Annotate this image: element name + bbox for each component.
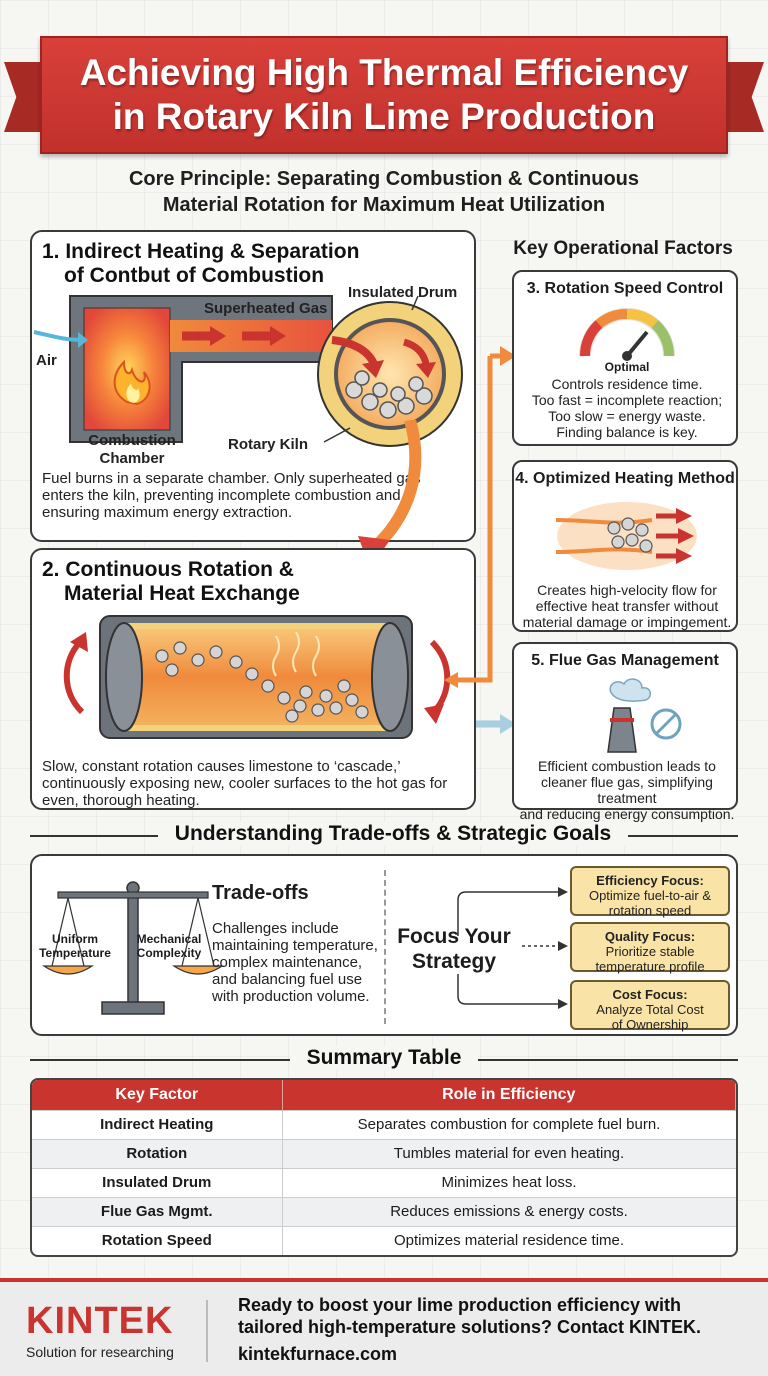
card5-title: 5. Flue Gas Management bbox=[531, 652, 719, 669]
tradeoffs-title: Trade-offs bbox=[212, 882, 309, 904]
balance-scale-icon bbox=[42, 881, 224, 1015]
brand-tagline: Solution for researching bbox=[26, 1344, 174, 1360]
goal-cost: Cost Focus: Analyze Total Cost of Owners… bbox=[570, 980, 730, 1032]
footer-divider bbox=[206, 1300, 208, 1362]
section2-title: 2. Continuous Rotation & Material Heat E… bbox=[42, 558, 300, 605]
table-row: Rotation Tumbles material for even heati… bbox=[32, 1138, 736, 1168]
section2-description: Slow, constant rotation causes limestone… bbox=[42, 758, 448, 809]
tradeoffs-heading: Understanding Trade-offs & Strategic Goa… bbox=[158, 822, 628, 846]
table-row: Flue Gas Mgmt. Reduces emissions & energ… bbox=[32, 1196, 736, 1226]
summary-heading: Summary Table bbox=[290, 1046, 478, 1070]
tradeoffs-panel: Uniform Temperature Mechanical Complexit… bbox=[30, 854, 738, 1036]
table-row: Indirect Heating Separates combustion fo… bbox=[32, 1109, 736, 1139]
column-header-role: Role in Efficiency bbox=[282, 1080, 736, 1110]
section1-title: 1. Indirect Heating & Separation of Cont… bbox=[42, 240, 360, 287]
footer: KINTEK Solution for researching Ready to… bbox=[0, 1278, 768, 1376]
section1-description: Fuel burns in a separate chamber. Only s… bbox=[42, 470, 421, 521]
label-rotary-kiln: Rotary Kiln bbox=[228, 436, 309, 453]
label-air: Air bbox=[36, 352, 57, 369]
card3-title: 3. Rotation Speed Control bbox=[526, 280, 724, 297]
label-insulated-drum: Insulated Drum bbox=[348, 284, 458, 301]
card-flue-gas: 5. Flue Gas Management Efficient combust… bbox=[512, 642, 738, 822]
rotating-kiln-diagram bbox=[63, 615, 451, 739]
connector-lines bbox=[444, 346, 516, 734]
strategy-title: Focus Your Strategy bbox=[397, 925, 511, 973]
scale-label-uniform-temperature: Uniform Temperature bbox=[39, 932, 111, 960]
footer-url-link[interactable]: kintekfurnace.com bbox=[238, 1344, 398, 1364]
footer-cta: Ready to boost your lime production effi… bbox=[238, 1295, 702, 1337]
page-title: Achieving High Thermal Efficiency in Rot… bbox=[79, 52, 689, 137]
section-continuous-rotation: 2. Continuous Rotation & Material Heat E… bbox=[30, 548, 476, 810]
brand-logo: KINTEK bbox=[26, 1300, 174, 1342]
summary-table: Key Factor Role in Efficiency Indirect H… bbox=[30, 1078, 738, 1257]
card4-text: Creates high-velocity flow for effective… bbox=[522, 582, 732, 630]
gauge-icon bbox=[579, 308, 675, 361]
goal-quality: Quality Focus: Prioritize stable tempera… bbox=[570, 922, 730, 974]
factors-heading: Key Operational Factors bbox=[513, 238, 733, 259]
strategy-arrows bbox=[457, 887, 568, 1009]
card3-text: Controls residence time. Too fast = inco… bbox=[531, 376, 723, 440]
heat-flow-icon bbox=[555, 502, 697, 570]
panel-divider bbox=[384, 870, 386, 1024]
table-row: Rotation Speed Optimizes material reside… bbox=[32, 1225, 736, 1255]
goal-efficiency: Efficiency Focus: Optimize fuel-to-air &… bbox=[570, 866, 730, 918]
combustion-diagram bbox=[33, 295, 463, 447]
tradeoffs-description: Challenges include maintaining temperatu… bbox=[212, 920, 378, 1005]
card-rotation-speed: 3. Rotation Speed Control Optimal Contro… bbox=[512, 270, 738, 446]
label-superheated-gas: Superheated Gas bbox=[204, 300, 328, 317]
label-combustion-chamber: Combustion Chamber bbox=[88, 432, 176, 467]
card5-text: Efficient combustion leads to cleaner fl… bbox=[519, 758, 735, 822]
chimney-icon bbox=[607, 678, 682, 753]
gauge-label-optimal: Optimal bbox=[604, 360, 650, 374]
flame-icon bbox=[113, 359, 151, 406]
table-row: Insulated Drum Minimizes heat loss. bbox=[32, 1167, 736, 1197]
column-header-key-factor: Key Factor bbox=[32, 1080, 283, 1110]
scale-label-mechanical-complexity: Mechanical Complexity bbox=[136, 932, 202, 960]
core-principle-subtitle: Core Principle: Separating Combustion & … bbox=[128, 168, 640, 216]
card-heating-method: 4. Optimized Heating Method Creates high… bbox=[512, 460, 738, 632]
section-indirect-heating: 1. Indirect Heating & Separation of Cont… bbox=[30, 230, 476, 542]
title-banner: Achieving High Thermal Efficiency in Rot… bbox=[40, 36, 728, 154]
card4-title: 4. Optimized Heating Method bbox=[515, 470, 735, 487]
